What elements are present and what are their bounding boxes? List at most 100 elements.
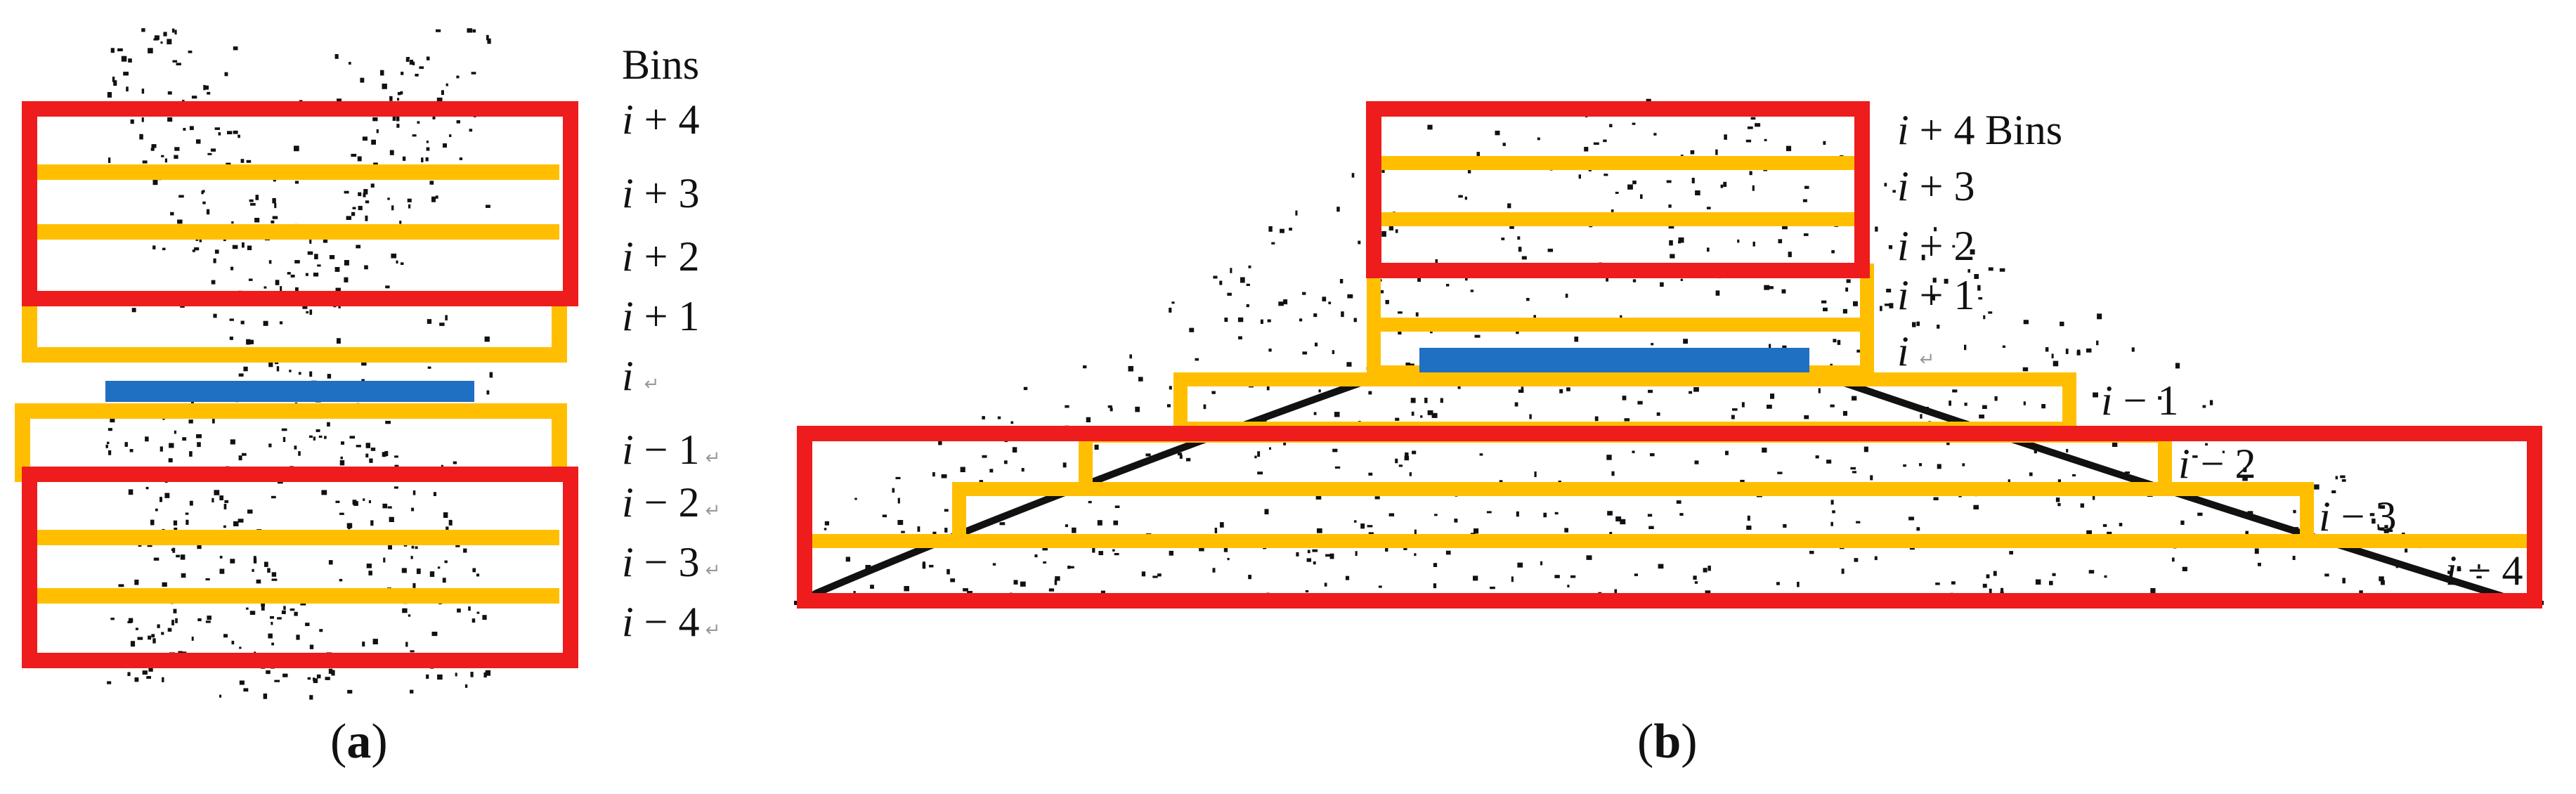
panel-b-texture-dot — [1346, 362, 1352, 367]
panel-b-texture-dot — [2202, 405, 2206, 408]
panel-b-texture-dot — [1433, 583, 1437, 589]
panel-a-texture-dot — [373, 162, 378, 165]
panel-b-texture-dot — [2096, 340, 2099, 346]
panel-b-texture-dot — [1324, 583, 1327, 587]
panel-a-texture-dot — [300, 602, 306, 606]
panel-a-texture-dot — [229, 337, 233, 340]
panel-b-texture-dot — [895, 476, 901, 479]
panel-a-texture-dot — [205, 85, 209, 90]
panel-a-texture-dot — [212, 419, 215, 424]
panel-b-texture-dot — [2175, 363, 2180, 369]
panel-b-texture-dot — [1388, 513, 1395, 516]
panel-b-label-2-op: + — [1909, 223, 1954, 269]
panel-b-texture-dot — [1679, 513, 1684, 516]
panel-a-texture-dot — [294, 145, 299, 152]
panel-a-texture-dot — [197, 544, 202, 549]
panel-b-texture-dot — [944, 528, 948, 533]
panel-a-texture-dot — [396, 260, 398, 263]
panel-b-texture-dot — [2072, 474, 2076, 476]
panel-b-texture-dot — [2086, 530, 2092, 536]
panel-b-texture-dot — [1678, 237, 1684, 243]
panel-a-texture-dot — [203, 84, 206, 91]
panel-b-texture-dot — [1526, 298, 1530, 301]
panel-a-texture-dot — [160, 41, 163, 44]
panel-b-texture-dot — [1062, 462, 1067, 468]
panel-b-texture-dot — [1381, 168, 1385, 174]
panel-b-texture-dot — [1511, 576, 1514, 583]
panel-a-texture-dot — [254, 218, 260, 223]
panel-b-texture-dot — [1268, 349, 1272, 352]
panel-a-red-lower — [22, 467, 578, 668]
panel-b-texture-dot — [1637, 401, 1643, 405]
panel-b-texture-dot — [1495, 131, 1500, 136]
panel-a-texture-dot — [412, 490, 416, 495]
panel-b-texture-dot — [1737, 239, 1740, 243]
panel-b-texture-dot — [1395, 229, 1398, 233]
panel-b-texture-dot — [1797, 582, 1800, 587]
panel-a-texture-dot — [415, 74, 419, 77]
panel-a-texture-dot — [402, 156, 406, 161]
panel-b-texture-dot — [1988, 267, 1993, 271]
panel-b-texture-dot — [2093, 392, 2098, 398]
panel-b-texture-dot — [1818, 388, 1821, 393]
panel-a-texture-dot — [449, 134, 452, 137]
panel-a-texture-dot — [372, 117, 378, 122]
panel-a-texture-dot — [411, 545, 415, 549]
panel-a-label-5-mark: ↵ — [700, 448, 721, 469]
panel-a-texture-dot — [309, 309, 313, 315]
panel-a-texture-dot — [486, 204, 490, 208]
panel-b-caption-letter: b — [1653, 715, 1681, 769]
panel-a-texture-dot — [247, 509, 253, 514]
panel-b-texture-dot — [865, 565, 871, 569]
panel-a-texture-dot — [313, 678, 318, 684]
panel-b-texture-dot — [1680, 278, 1683, 281]
panel-a-texture-dot — [464, 684, 468, 688]
panel-b-texture-dot — [2112, 441, 2118, 447]
panel-a-texture-dot — [396, 124, 400, 128]
panel-a-texture-dot — [161, 155, 164, 157]
panel-b-texture-dot — [979, 480, 983, 484]
panel-b-texture-dot — [1892, 190, 1896, 193]
panel-b-texture-dot — [1832, 510, 1835, 514]
panel-a-texture-dot — [238, 519, 244, 523]
panel-b-label-4: i ↵ — [1897, 328, 1934, 375]
panel-b-texture-dot — [1169, 550, 1173, 556]
panel-a-texture-dot — [426, 56, 430, 60]
panel-b-texture-dot — [1615, 516, 1622, 522]
panel-a-texture-dot — [252, 568, 254, 572]
panel-b-texture-dot — [1517, 236, 1521, 240]
panel-a-texture-dot — [427, 366, 431, 369]
panel-a-texture-dot — [307, 251, 313, 255]
panel-b-texture-dot — [1307, 549, 1310, 554]
panel-a-texture-dot — [223, 525, 226, 528]
panel-b-texture-dot — [1648, 389, 1653, 393]
panel-b-texture-dot — [1903, 464, 1906, 467]
panel-a-texture-dot — [210, 148, 216, 152]
panel-a-texture-dot — [281, 428, 287, 431]
panel-b-texture-dot — [1934, 227, 1937, 232]
panel-b-texture-dot — [1358, 240, 1361, 245]
panel-b-texture-dot — [1317, 528, 1322, 533]
panel-a-texture-dot — [410, 650, 415, 653]
panel-a-texture-dot — [152, 179, 158, 186]
panel-a-texture-dot — [327, 374, 332, 379]
panel-b-texture-dot — [1988, 311, 1993, 314]
panel-a-texture-dot — [169, 443, 174, 448]
panel-b-texture-dot — [1336, 207, 1340, 212]
panel-a-texture-dot — [196, 434, 202, 438]
panel-b-bins-header: Bins — [1985, 107, 2062, 153]
panel-b-texture-dot — [1211, 391, 1216, 394]
panel-a-texture-dot — [352, 500, 357, 505]
panel-b-texture-dot — [1195, 358, 1199, 361]
panel-a-texture-dot — [294, 181, 299, 184]
panel-b-texture-dot — [1994, 396, 1998, 401]
panel-a-texture-dot — [313, 273, 319, 277]
panel-a-texture-dot — [389, 96, 393, 101]
panel-a-texture-dot — [370, 448, 376, 451]
panel-b-texture-dot — [2245, 531, 2249, 536]
panel-b-texture-dot — [1777, 471, 1783, 474]
panel-a-texture-dot — [162, 247, 166, 251]
panel-b-texture-dot — [1094, 444, 1099, 450]
panel-b-texture-dot — [2292, 556, 2296, 560]
panel-b-texture-dot — [845, 557, 850, 562]
